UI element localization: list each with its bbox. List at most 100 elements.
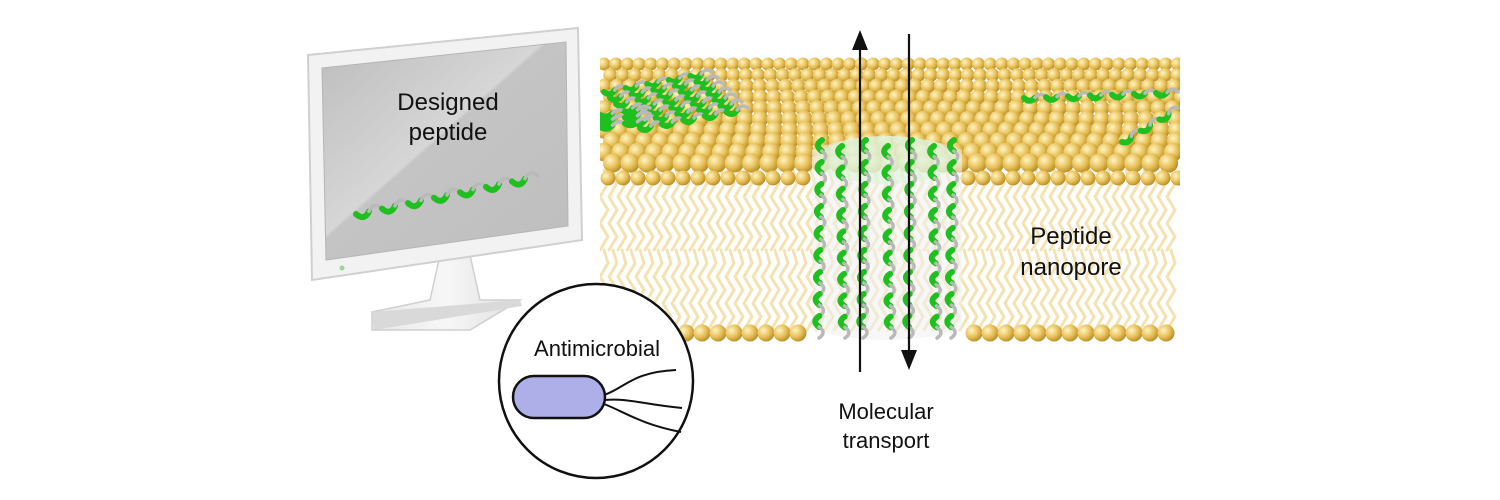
surface-peptides: [600, 68, 1180, 146]
lipid-tail: [751, 248, 763, 332]
lipid-head: [1140, 170, 1156, 186]
lipid-tail: [1147, 248, 1159, 332]
lipid-head: [632, 57, 646, 71]
lipid-head: [1096, 68, 1111, 82]
lipid-head: [1045, 324, 1063, 342]
lipid-head: [862, 68, 876, 82]
lipid-tail: [733, 248, 745, 332]
lipid-head: [1065, 57, 1079, 71]
helix-segment: [635, 104, 652, 112]
lipid-head: [1106, 153, 1127, 173]
lipid-head: [778, 78, 793, 94]
lipid-head: [874, 68, 889, 82]
lipid-tail: [697, 248, 709, 332]
lipid-head: [752, 89, 768, 105]
pore-label-line1: Peptide: [1030, 223, 1111, 250]
lipid-head: [720, 170, 736, 186]
lipid-head: [726, 68, 741, 82]
lipid-head: [751, 68, 765, 82]
lipid-head: [960, 170, 976, 186]
lipid-head: [705, 170, 721, 186]
helix-segment: [1165, 87, 1180, 95]
lipid-head: [1159, 57, 1173, 71]
lipid-tail: [607, 168, 619, 252]
lipid-head: [645, 170, 661, 186]
lipid-head: [763, 68, 778, 82]
lipid-head: [1077, 57, 1091, 71]
lipid-head: [866, 57, 880, 71]
lipid-head: [1022, 68, 1037, 82]
helix-segment: [861, 325, 869, 340]
lipid-head: [983, 57, 997, 71]
lipid-tail: [1129, 248, 1141, 332]
lipid-head: [784, 57, 798, 71]
lipid-head: [1154, 78, 1169, 94]
lipid-tail: [994, 248, 1006, 332]
lipid-head: [615, 170, 631, 186]
lipid-tail: [652, 168, 664, 252]
lipid-head: [780, 170, 796, 186]
antimicrobial-label: Antimicrobial: [534, 336, 660, 361]
lipid-tail: [1039, 168, 1051, 252]
lipid-head: [757, 324, 775, 342]
transport-arrows: [852, 30, 917, 372]
lipid-head: [1034, 68, 1049, 82]
lipid-head: [775, 68, 790, 82]
helix-segment: [635, 116, 652, 124]
lipid-tail: [967, 248, 979, 332]
lipid-head: [975, 170, 991, 186]
lipid-tail: [715, 248, 727, 332]
lipid-head: [965, 324, 983, 342]
lipid-head: [725, 324, 743, 342]
lipid-head: [1141, 153, 1161, 173]
lipid-head: [773, 57, 786, 71]
lipid-head: [1109, 324, 1127, 342]
lipid-head: [960, 68, 975, 82]
lipid-head: [1020, 170, 1036, 186]
lipid-head: [843, 78, 858, 94]
helix-segment: [843, 325, 851, 340]
lipid-head: [1054, 153, 1074, 173]
peptide-nanopore: [812, 136, 962, 340]
lipid-head: [709, 324, 727, 342]
lipid-head: [886, 68, 901, 82]
lipid-head: [600, 57, 611, 71]
lipid-head: [1125, 324, 1143, 342]
lipid-head: [971, 57, 985, 71]
lipid-head: [960, 57, 974, 71]
lipid-head: [1141, 324, 1159, 342]
helix-segment: [717, 86, 732, 94]
lipid-tail: [1120, 248, 1132, 332]
lipid-head: [1093, 324, 1111, 342]
lipid-head: [868, 78, 884, 94]
lipid-head: [620, 153, 640, 173]
lipid-head: [749, 57, 763, 71]
lipid-tail: [679, 248, 691, 332]
monitor-label-line1: Designed: [397, 89, 498, 116]
lipid-head: [985, 153, 1005, 173]
monitor-label-line2: peptide: [409, 119, 488, 146]
lipid-head: [1024, 78, 1039, 94]
lipid-tail: [967, 168, 979, 252]
lipid-tail: [679, 168, 691, 252]
lipid-tail: [1102, 168, 1114, 252]
pore-label-line2: nanopore: [1020, 254, 1121, 281]
lipid-head: [981, 324, 999, 342]
lipid-head: [794, 153, 814, 173]
lipid-head: [1170, 68, 1180, 82]
lipid-tail: [1057, 168, 1069, 252]
lipid-head: [843, 57, 857, 71]
lipid-membrane: [600, 57, 1180, 342]
lipid-head: [1061, 324, 1079, 342]
lipid-tail: [796, 248, 808, 332]
lipid-head: [995, 57, 1009, 71]
lipid-tail: [787, 168, 799, 252]
lipid-head: [985, 78, 1000, 94]
lipid-head: [1100, 57, 1114, 71]
lipid-head: [679, 57, 693, 71]
lipid-head: [1158, 68, 1172, 82]
helix-segment: [622, 112, 641, 123]
lipid-head: [739, 78, 754, 94]
lipid-tail: [976, 248, 988, 332]
